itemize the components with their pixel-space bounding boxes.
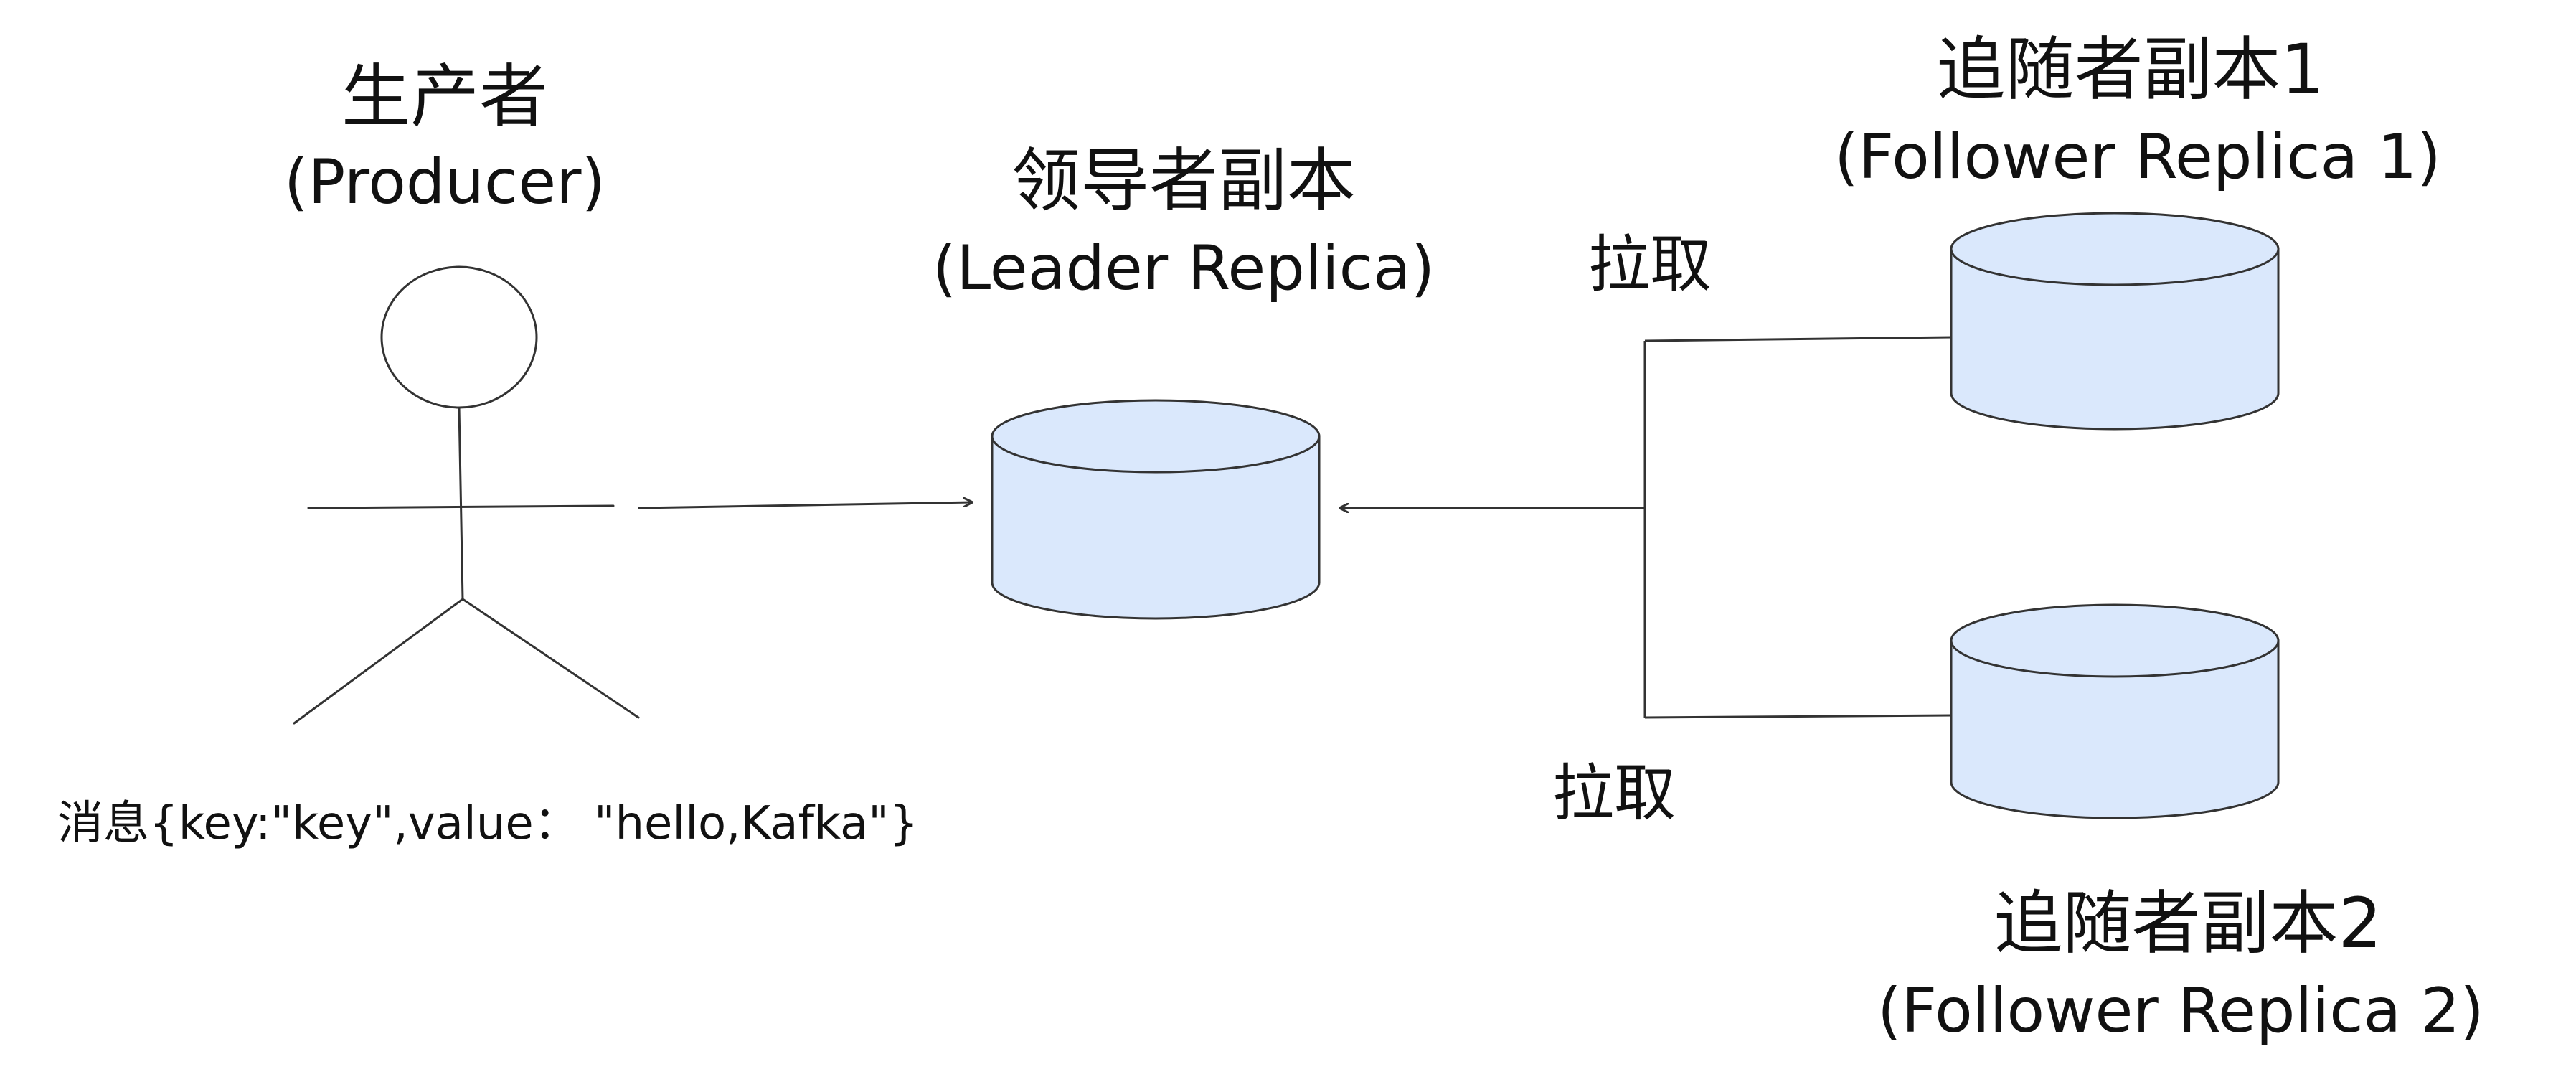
leader-title-zh: 领导者副本 <box>1011 141 1356 221</box>
producer-body <box>458 406 464 601</box>
follower-replica-2-cylinder <box>1950 603 2280 819</box>
pull-connectors <box>1643 336 1952 719</box>
producer-title-en: (Producer) <box>283 146 606 218</box>
pull-connector-follower-1 <box>1644 336 1952 342</box>
producer-arms <box>307 504 615 509</box>
follower-2-title-zh: 追随者副本2 <box>1994 883 2382 964</box>
producer-message-text: 消息{key:"key",value： "hello,Kafka"} <box>57 797 919 850</box>
leader-replica-cylinder <box>991 399 1321 620</box>
producer-left-leg <box>293 598 464 725</box>
pull-connector-follower-2 <box>1644 714 1952 719</box>
leader-title-en: (Leader Replica) <box>932 232 1435 304</box>
pull-label-top: 拉取 <box>1588 229 1712 301</box>
producer-head <box>380 265 538 409</box>
producer-stick-figure <box>293 265 640 725</box>
pull-label-bottom: 拉取 <box>1552 758 1676 829</box>
follower-2-title-en: (Follower Replica 2) <box>1877 975 2484 1047</box>
follower-1-title-en: (Follower Replica 1) <box>1834 121 2441 193</box>
produce-arrow <box>638 502 972 509</box>
follower-replica-1-cylinder <box>1950 212 2280 431</box>
follower-1-title-zh: 追随者副本1 <box>1936 29 2325 110</box>
producer-title-zh: 生产者 <box>341 57 548 137</box>
producer-right-leg <box>461 598 640 719</box>
